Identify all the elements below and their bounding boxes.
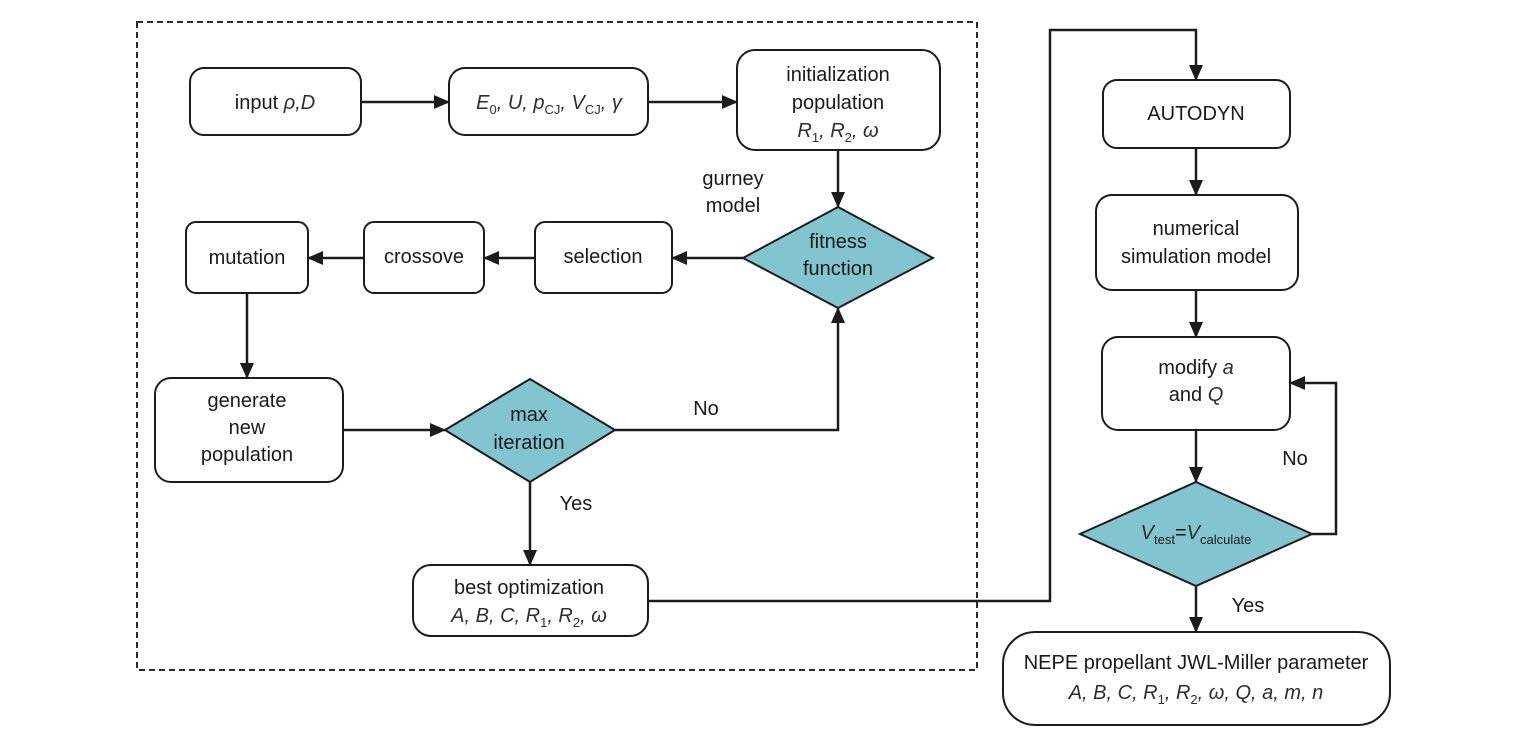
velocity-check-label: Vtest=Vcalculate <box>1141 522 1252 547</box>
autodyn-box: AUTODYN <box>1102 79 1291 149</box>
result-parameters-box: NEPE propellant JWL-Miller parameter A, … <box>1002 631 1391 726</box>
best-optimization-line-2: A, B, C, R1, R2, ω <box>450 605 607 630</box>
initialization-line-3: R1, R2, ω <box>797 120 878 145</box>
selection-label: selection <box>564 246 643 268</box>
edge-velocity-check-no-to-modify <box>1289 376 1338 536</box>
numerical-line-1: numerical <box>1153 218 1240 240</box>
fitness-line-2: function <box>803 258 873 280</box>
initialization-population-box: initialization population R1, R2, ω <box>736 49 941 151</box>
generate-line-3: population <box>201 444 293 466</box>
result-seg-3: 2 <box>1190 692 1197 707</box>
cj-param-seg-1: 0 <box>489 102 496 117</box>
velocity-seg-4: calculate <box>1200 532 1251 547</box>
cj-param-seg-0: E <box>476 92 490 114</box>
result-box-frame <box>1002 631 1391 726</box>
modify-line-2-text: and <box>1169 384 1208 406</box>
init-seg-3: 2 <box>845 130 852 145</box>
fitness-function-decision: fitness function <box>740 205 936 310</box>
result-line-1: NEPE propellant JWL-Miller parameter <box>1024 652 1369 674</box>
mutation-box: mutation <box>185 221 309 294</box>
velocity-seg-3: V <box>1187 522 1202 544</box>
initialization-line-2: population <box>792 92 884 114</box>
max-iteration-decision: max iteration <box>443 377 617 484</box>
velocity-seg-0: V <box>1141 522 1156 544</box>
result-seg-4: , ω, Q, a, m, n <box>1198 682 1324 704</box>
cj-param-seg-6: , γ <box>601 92 623 114</box>
generate-population-box: generate new population <box>154 377 344 483</box>
velocity-check-yes-label: Yes <box>1232 595 1265 617</box>
velocity-check-no-label: No <box>1282 448 1308 470</box>
autodyn-label: AUTODYN <box>1147 103 1244 125</box>
best-seg-2: , R <box>547 605 573 627</box>
velocity-seg-1: test <box>1154 532 1175 547</box>
result-seg-1: 1 <box>1158 692 1165 707</box>
init-seg-1: 1 <box>812 130 819 145</box>
cj-parameters-box: E0, U, pCJ, VCJ, γ <box>448 67 649 136</box>
input-box: input ρ,D <box>189 67 362 136</box>
modify-line-1-var: a <box>1223 357 1234 379</box>
crossover-box: crossove <box>363 221 485 294</box>
edge-best-to-autodyn <box>648 28 1203 603</box>
cj-parameters-label: E0, U, pCJ, VCJ, γ <box>476 92 623 117</box>
cj-param-seg-2: , U, p <box>497 92 545 114</box>
selection-box: selection <box>534 221 673 294</box>
gurney-note-line-2: model <box>706 195 760 217</box>
input-label-prefix: input <box>235 92 284 114</box>
input-box-label: input ρ,D <box>235 92 315 114</box>
best-seg-3: 2 <box>573 615 580 630</box>
optimization-dashed-frame <box>136 21 978 671</box>
best-optimization-box: best optimization A, B, C, R1, R2, ω <box>412 564 649 637</box>
result-seg-2: , R <box>1165 682 1191 704</box>
generate-line-2: new <box>229 417 266 439</box>
crossover-label: crossove <box>384 246 464 268</box>
modify-parameters-box: modify a and Q <box>1101 336 1291 431</box>
init-seg-4: , ω <box>852 120 879 142</box>
mutation-label: mutation <box>209 247 286 269</box>
gurney-note-line-1: gurney <box>702 168 763 190</box>
cj-param-seg-5: CJ <box>585 102 601 117</box>
gurney-model-note: gurney model <box>702 168 763 217</box>
cj-param-seg-3: CJ <box>545 102 561 117</box>
max-iteration-yes-label: Yes <box>560 493 593 515</box>
modify-line-2: and Q <box>1169 384 1224 406</box>
fitness-line-1: fitness <box>809 231 867 253</box>
result-line-2: A, B, C, R1, R2, ω, Q, a, m, n <box>1068 682 1324 707</box>
cj-param-seg-4: , V <box>560 92 586 114</box>
numerical-line-2: simulation model <box>1121 246 1271 268</box>
max-iteration-diamond <box>443 377 617 484</box>
input-label-variables: ρ,D <box>283 92 315 114</box>
init-seg-0: R <box>797 120 811 142</box>
generate-line-1: generate <box>208 390 287 412</box>
best-seg-4: , ω <box>580 605 607 627</box>
result-seg-0: A, B, C, R <box>1068 682 1158 704</box>
modify-line-2-var: Q <box>1208 384 1224 406</box>
best-seg-1: 1 <box>540 615 547 630</box>
init-seg-2: , R <box>819 120 845 142</box>
numerical-box-frame <box>1095 194 1299 291</box>
best-seg-0: A, B, C, R <box>450 605 540 627</box>
modify-line-1: modify a <box>1158 357 1234 379</box>
velocity-seg-2: = <box>1175 522 1187 544</box>
numerical-simulation-box: numerical simulation model <box>1095 194 1299 291</box>
max-iteration-line-1: max <box>510 404 548 426</box>
velocity-check-decision: Vtest=Vcalculate <box>1077 480 1315 588</box>
modify-line-1-text: modify <box>1158 357 1222 379</box>
best-optimization-line-1: best optimization <box>454 577 604 599</box>
initialization-line-1: initialization <box>786 64 889 86</box>
max-iteration-no-label: No <box>693 398 719 420</box>
max-iteration-line-2: iteration <box>493 432 564 454</box>
edge-max-iteration-no-to-fitness <box>615 307 845 432</box>
